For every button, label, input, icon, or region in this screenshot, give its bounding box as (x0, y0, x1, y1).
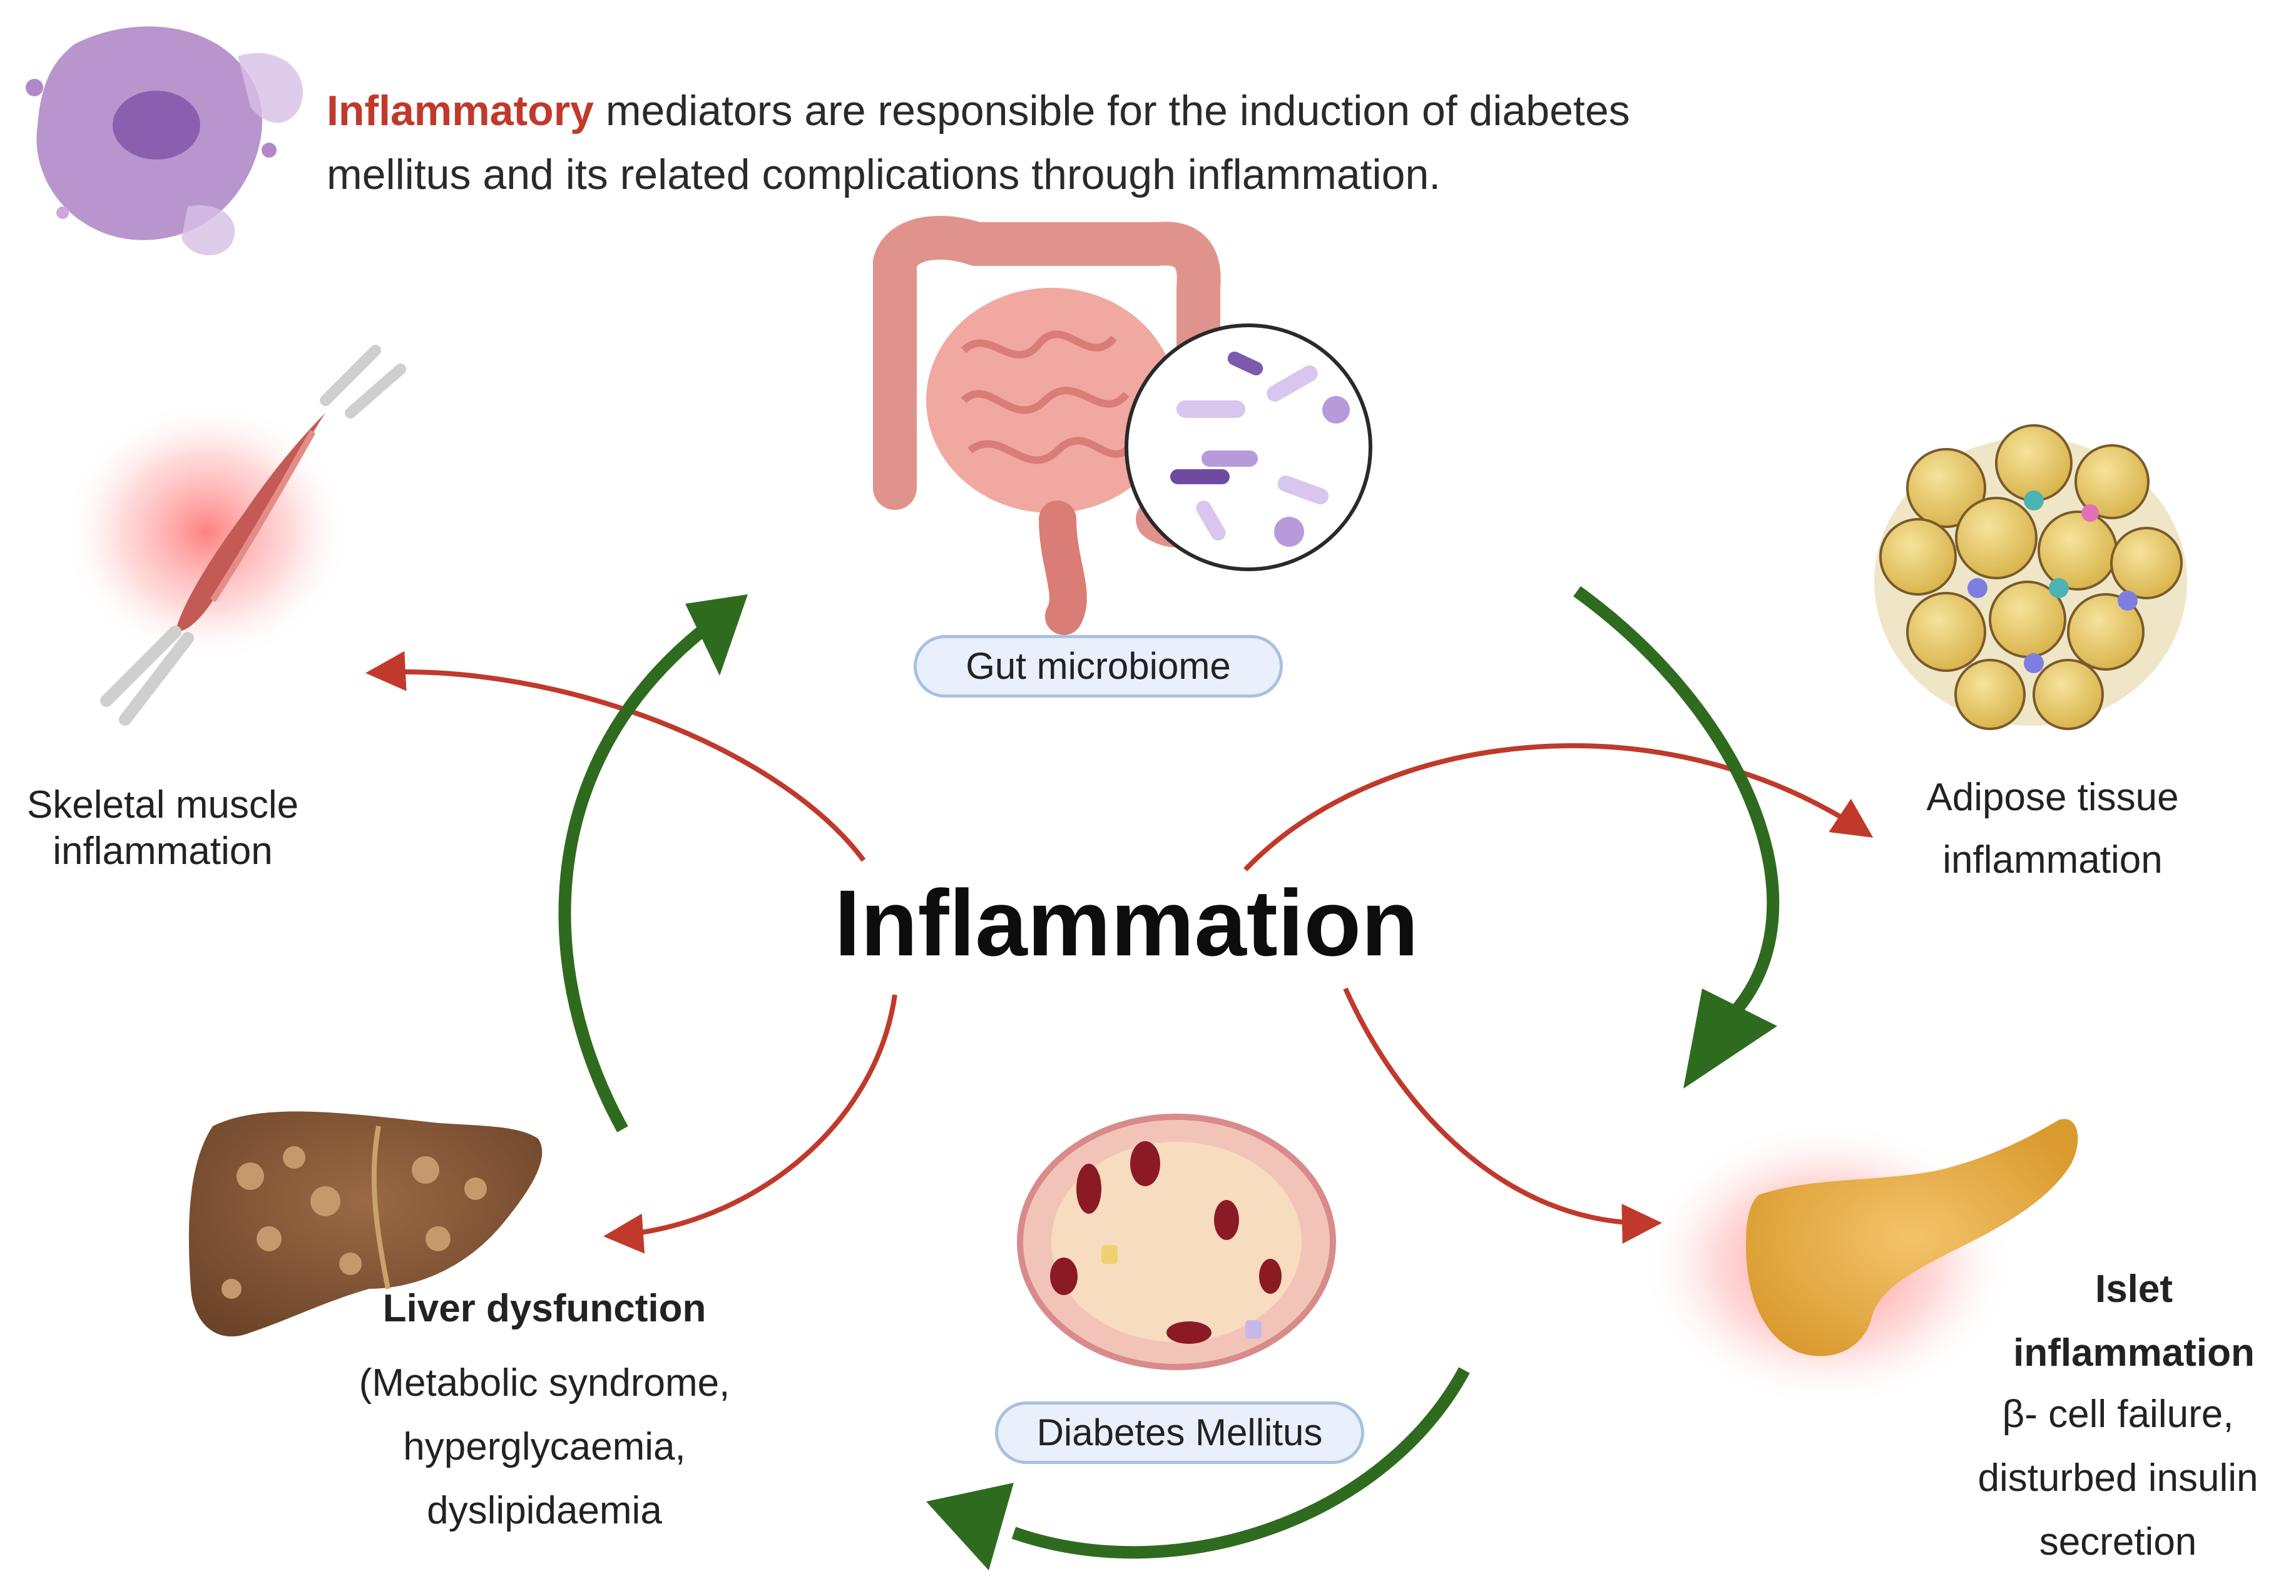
arrow-to-islet (1343, 987, 1662, 1244)
adipose-cells-icon (1874, 424, 2187, 730)
arrow-to-adipose (1243, 743, 1874, 872)
muscle-icon (63, 345, 406, 726)
islet-title: Islet inflammation (2013, 1268, 2255, 1375)
bacteria-icon (1125, 323, 1372, 571)
gut-microbiome-label: Gut microbiome (966, 645, 1231, 687)
green-arrow-liver-to-gut (558, 594, 748, 1132)
diabetes-label: Diabetes Mellitus (1036, 1411, 1323, 1453)
muscle-label: Skeletal muscle inflammation (26, 783, 299, 873)
immune-cell-icon (26, 26, 303, 256)
pancreas-icon (1640, 1119, 2078, 1408)
green-arrow-islet-to-diabetes (926, 1367, 1470, 1570)
center-title: Inflammation (834, 870, 1419, 975)
liver-detail: (Metabolic syndrome, hyperglycaemia, dys… (359, 1361, 730, 1532)
arrow-to-liver (603, 994, 897, 1254)
green-arrow-gut-to-islet (1573, 586, 1780, 1089)
intro-rest: mediators are responsible for the induct… (327, 87, 1630, 198)
islet-icon (1017, 1114, 1336, 1370)
gut-microbiome-pill: Gut microbiome (914, 635, 1283, 698)
diabetes-pill: Diabetes Mellitus (995, 1401, 1364, 1464)
liver-icon (188, 1111, 543, 1337)
intro-text: Inflammatory mediators are responsible f… (327, 79, 1766, 206)
intro-highlight: Inflammatory (327, 87, 594, 135)
liver-title: Liver dysfunction (382, 1287, 707, 1330)
islet-detail: β- cell failure, disturbed insulin secre… (1977, 1393, 2258, 1563)
arrow-to-muscle (365, 651, 866, 862)
adipose-label: Adipose tissue inflammation (1926, 776, 2179, 882)
